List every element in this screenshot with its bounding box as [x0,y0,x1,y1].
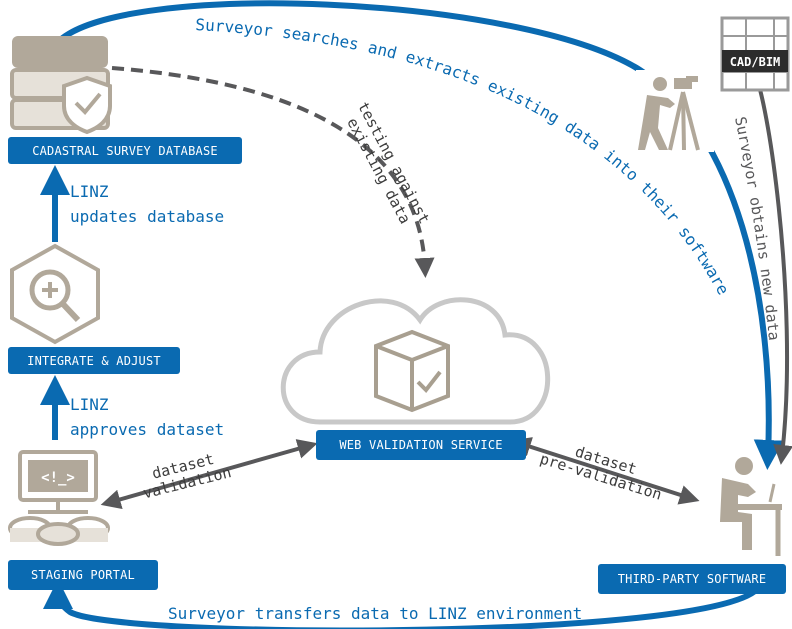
search-extract-arrow [55,0,784,470]
magnify-plus-icon [10,243,100,345]
surveyor-obtains-label: Surveyor obtains new data [731,115,783,341]
cad-grid-icon: CAD/BIM [720,16,790,92]
transfer-arrow [43,579,763,629]
surveyor-theodolite-icon [636,70,714,152]
prevalidation-arrow [510,437,700,505]
database-shield-icon [10,36,112,135]
person-at-desk-icon [720,457,782,556]
cad-bim-label: CAD/BIM [730,55,781,69]
svg-text:<!_>: <!_> [41,470,75,486]
linz-updates-label: LINZ updates database [70,182,225,226]
third-party-software-box: THIRD-PARTY SOFTWARE [598,564,786,594]
cloud-box-check-icon [280,297,551,425]
testing-arrow [111,66,435,278]
cadastral-survey-database-box: CADASTRAL SURVEY DATABASE [8,137,242,164]
integrate-adjust-box: INTEGRATE & ADJUST [8,347,180,374]
web-validation-service-box: WEB VALIDATION SERVICE [316,430,526,460]
validation-arrow [100,439,318,510]
linz-approves-label: LINZ approves dataset [70,395,225,439]
surveyor-searches-label: Surveyor searches and extracts existing … [195,15,733,298]
computer-servers-icon: <!_> [8,450,110,546]
surveyor-transfers-label: Surveyor transfers data to LINZ environm… [168,604,583,623]
staging-portal-box: STAGING PORTAL [8,560,158,590]
